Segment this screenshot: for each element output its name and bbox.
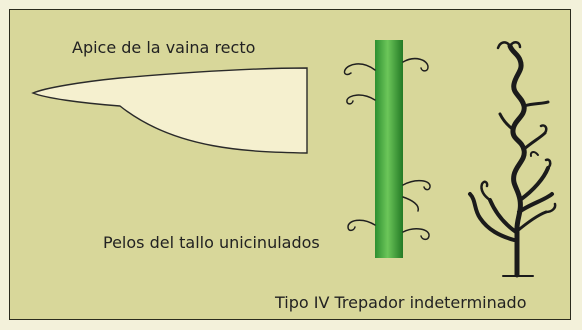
climbing-plant-silhouette xyxy=(468,41,557,278)
hooked-hair xyxy=(346,94,376,105)
tendril xyxy=(508,41,522,49)
tendril xyxy=(529,151,539,157)
hooked-hair xyxy=(402,228,430,241)
branch xyxy=(521,131,547,152)
hooked-hair xyxy=(402,57,429,72)
label-growth-type: Tipo IV Trepador indeterminado xyxy=(275,293,527,312)
branch xyxy=(517,192,554,214)
stem-with-hooked-hairs xyxy=(343,40,431,258)
branch xyxy=(488,198,518,234)
diagram-panel xyxy=(9,9,571,320)
hooked-hair xyxy=(347,219,376,232)
tendril xyxy=(544,202,557,214)
lower-branch xyxy=(468,192,516,242)
tendril xyxy=(544,158,552,170)
tendril xyxy=(496,41,512,50)
label-stem-hairs: Pelos del tallo unicinulados xyxy=(103,233,320,252)
hooked-hair xyxy=(343,63,376,76)
branch xyxy=(514,210,548,234)
pod-shape xyxy=(31,67,308,154)
tendril xyxy=(539,124,548,135)
label-pod-apex: Apice de la vaina recto xyxy=(72,38,256,57)
branch xyxy=(522,100,550,108)
branch xyxy=(518,166,550,202)
branch xyxy=(498,112,516,132)
hooked-hair xyxy=(402,179,431,191)
stem-bar xyxy=(375,40,403,258)
hooked-hair xyxy=(402,196,420,212)
tendril xyxy=(480,180,492,202)
